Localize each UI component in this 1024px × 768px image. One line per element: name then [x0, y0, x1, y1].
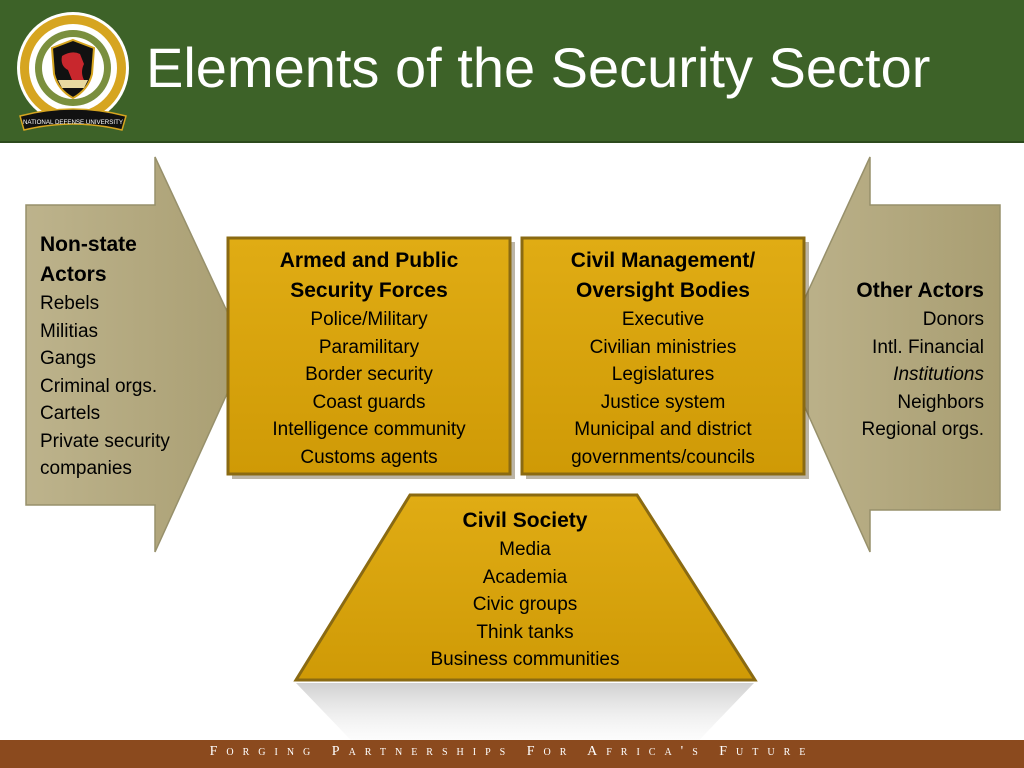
armed-forces-title-2: Security Forces [290, 279, 448, 302]
list-item: Business communities [430, 649, 620, 670]
list-item: Legislatures [611, 364, 715, 385]
list-item: Civilian ministries [589, 336, 737, 358]
list-item: Criminal orgs. [40, 375, 158, 397]
list-item: Media [499, 539, 551, 560]
footer-tagline: Forging Partnerships For Africa's Future [209, 744, 815, 759]
civil-management-box [520, 236, 806, 476]
list-item: Municipal and district [574, 419, 752, 440]
svg-text:NATIONAL DEFENSE UNIVERSITY: NATIONAL DEFENSE UNIVERSITY [23, 119, 123, 126]
list-item: Justice system [600, 391, 726, 413]
other-actors-text: Other Actors Donors Intl. Financial Inst… [800, 276, 984, 444]
list-item: Border security [305, 364, 433, 385]
armed-forces-title-1: Armed and Public [279, 249, 459, 272]
civil-management-text: Civil Management/ Oversight Bodies Execu… [524, 246, 802, 471]
non-state-actors-arrow [25, 156, 247, 553]
civil-management-title-2: Oversight Bodies [576, 279, 750, 302]
list-item: Cartels [40, 403, 101, 424]
list-item: Institutions [893, 364, 984, 385]
non-state-actors-title-1: Non-state [40, 233, 137, 256]
civil-management-title-1: Civil Management/ [570, 249, 756, 272]
list-item: Paramilitary [318, 336, 420, 358]
other-actors-arrow [779, 156, 1001, 553]
non-state-actors-text: Non-state Actors Rebels Militias Gangs C… [40, 230, 210, 483]
list-item: Academia [482, 566, 568, 588]
list-item: Customs agents [300, 446, 438, 468]
civil-society-text: Civil Society Media Academia Civic group… [380, 506, 670, 674]
list-item: Executive [621, 309, 705, 330]
list-item: Private security [40, 430, 170, 452]
non-state-actors-title-2: Actors [40, 263, 107, 286]
civil-society-title: Civil Society [462, 509, 588, 532]
footer-bar: Forging Partnerships For Africa's Future [0, 740, 1024, 768]
list-item: Civic groups [472, 594, 578, 615]
armed-forces-box [226, 236, 512, 476]
list-item: Militias [40, 320, 99, 342]
list-item: Think tanks [476, 621, 574, 643]
list-item: Gangs [40, 348, 96, 369]
list-item: Regional orgs. [861, 419, 984, 440]
list-item: Coast guards [312, 391, 426, 413]
list-item: Intelligence community [272, 419, 466, 440]
other-actors-title: Other Actors [856, 279, 984, 302]
civil-society-trapezoid [293, 493, 758, 682]
ndu-acss-seal-logo: NATIONAL DEFENSE UNIVERSITY [17, 12, 129, 131]
list-item: Neighbors [897, 391, 984, 413]
slide-title: Elements of the Security Sector [146, 36, 931, 99]
list-item: Rebels [40, 293, 100, 314]
list-item: companies [40, 458, 132, 479]
title-bar: NATIONAL DEFENSE UNIVERSITY Elements of … [0, 0, 1024, 143]
list-item: Donors [922, 309, 984, 330]
list-item: Police/Military [310, 309, 428, 330]
list-item: Intl. Financial [872, 336, 984, 358]
list-item: governments/councils [571, 446, 755, 468]
armed-forces-text: Armed and Public Security Forces Police/… [230, 246, 508, 471]
